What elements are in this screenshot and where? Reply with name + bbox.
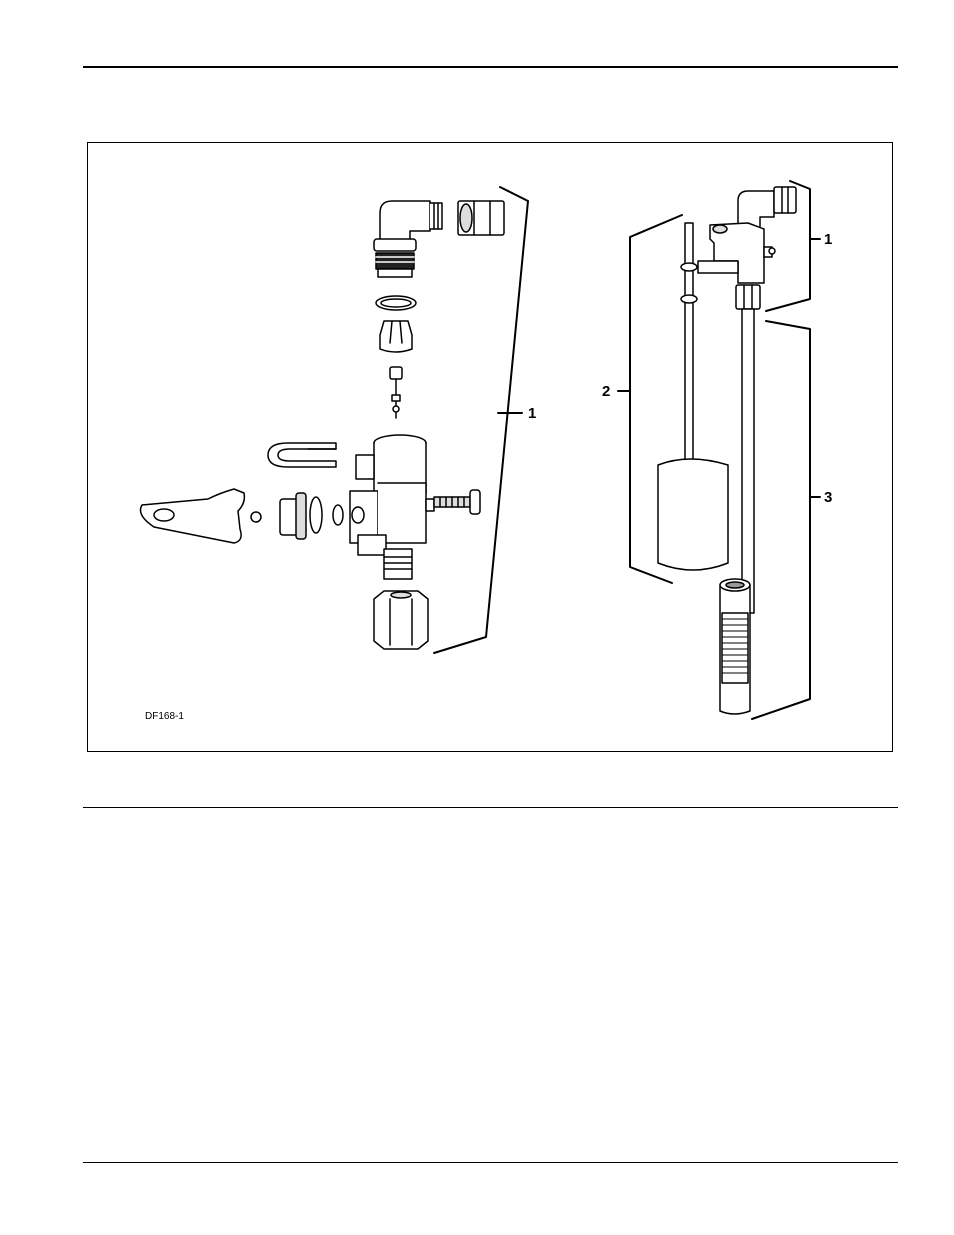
u-clip <box>268 443 336 467</box>
valve-seat <box>380 321 412 352</box>
header-rule <box>83 66 898 68</box>
downtube <box>736 285 760 613</box>
valve-body-assembled <box>710 223 775 283</box>
exploded-valve-illustration <box>88 143 894 753</box>
callout-1-left: 1 <box>528 406 536 421</box>
hex-nut-top <box>458 201 504 235</box>
figure-code: DF168-1 <box>145 712 184 722</box>
figure-frame: 1 1 2 3 DF168-1 <box>87 142 893 752</box>
bracket-3 <box>752 321 820 719</box>
section-rule <box>83 807 898 808</box>
float-arm <box>141 489 262 543</box>
hex-nut-bottom <box>374 591 428 649</box>
float-cylinder <box>658 459 728 570</box>
callout-3: 3 <box>824 490 832 505</box>
adjust-screw <box>434 490 480 514</box>
callout-2: 2 <box>602 384 610 399</box>
callout-1-right: 1 <box>824 232 832 247</box>
valve-body <box>350 435 434 579</box>
plunger-pin <box>390 367 402 418</box>
o-ring <box>376 296 416 310</box>
threaded-collar <box>376 253 414 277</box>
footer-rule <box>83 1162 898 1163</box>
elbow-fitting <box>374 201 442 251</box>
strainer-tube <box>720 579 750 714</box>
bracket-1-left <box>434 187 528 653</box>
